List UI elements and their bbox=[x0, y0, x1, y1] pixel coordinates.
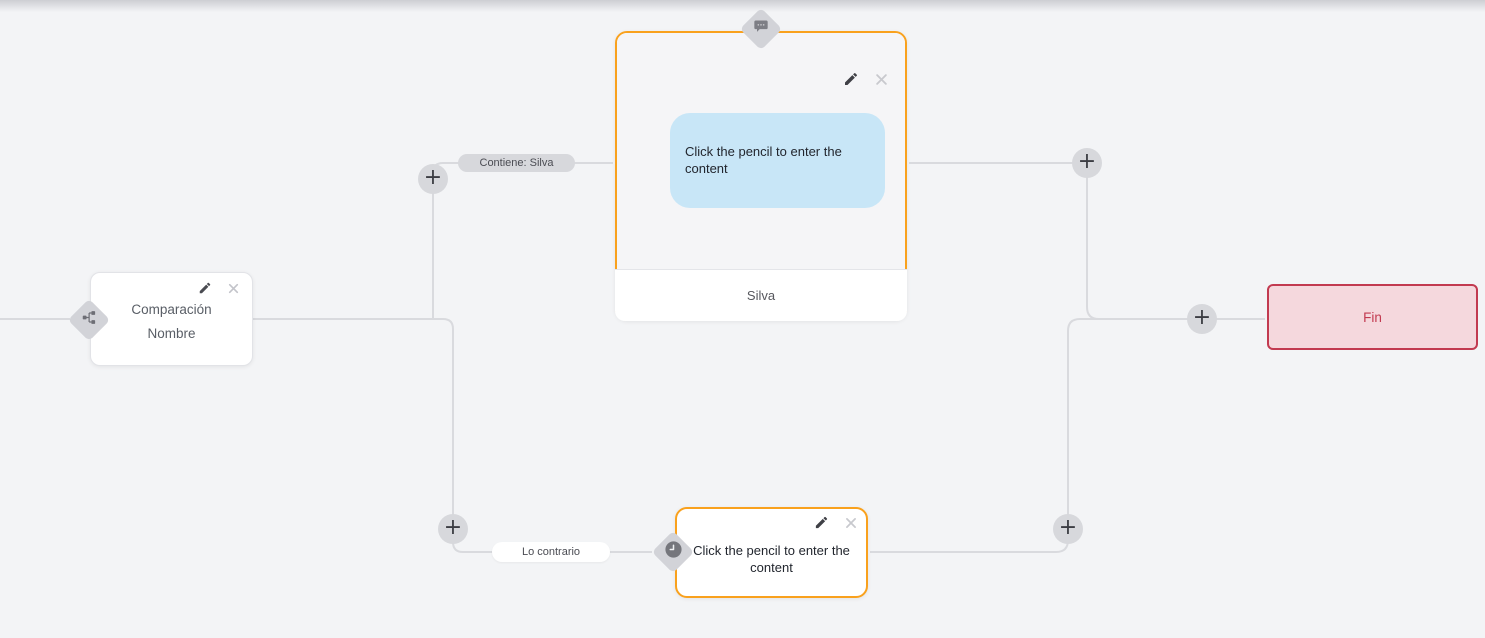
condition-subtitle: Nombre bbox=[147, 325, 196, 341]
edit-condition-button[interactable] bbox=[198, 281, 212, 298]
end-node-label: Fin bbox=[1363, 309, 1382, 325]
edit-delay-button[interactable] bbox=[814, 515, 829, 533]
message-bubble[interactable]: Click the pencil to enter the content bbox=[670, 113, 885, 208]
condition-node-card bbox=[90, 272, 253, 366]
edge-label-lo-contrario[interactable]: Lo contrario bbox=[492, 542, 610, 562]
edge-delay-to-end bbox=[870, 318, 1265, 553]
message-type-handle[interactable] bbox=[739, 7, 783, 51]
add-block-button-bottom-right[interactable]: + bbox=[1053, 514, 1083, 544]
edge-condition-to-top bbox=[432, 162, 613, 318]
delay-type-handle[interactable] bbox=[651, 530, 695, 574]
node-end-fin[interactable]: Fin bbox=[1267, 284, 1478, 350]
close-icon bbox=[874, 72, 889, 90]
pencil-icon bbox=[843, 71, 859, 90]
edge-label-contiene-silva[interactable]: Contiene: Silva bbox=[458, 154, 575, 172]
edit-message-button[interactable] bbox=[843, 71, 859, 90]
condition-type-handle[interactable] bbox=[67, 298, 111, 342]
edge-label-text: Contiene: Silva bbox=[479, 157, 554, 169]
condition-title: Comparación bbox=[131, 301, 212, 317]
close-icon bbox=[227, 282, 240, 298]
add-block-button-top-left[interactable]: + bbox=[418, 164, 448, 194]
close-icon bbox=[844, 516, 858, 533]
add-block-button-top-right[interactable]: + bbox=[1072, 148, 1102, 178]
node-message-silva[interactable]: Click the pencil to enter the content Si… bbox=[615, 7, 907, 321]
delete-delay-button[interactable] bbox=[844, 516, 858, 533]
end-node-card: Fin bbox=[1267, 284, 1478, 350]
clock-icon bbox=[664, 540, 683, 564]
edge-label-text: Lo contrario bbox=[521, 546, 581, 558]
message-footer: Silva bbox=[615, 269, 907, 321]
chat-bubble-icon bbox=[753, 19, 769, 39]
node-delay[interactable]: Click the pencil to enter the content bbox=[651, 507, 868, 598]
message-variable-label: Silva bbox=[746, 288, 776, 303]
branch-icon bbox=[82, 310, 97, 330]
pencil-icon bbox=[198, 281, 212, 298]
edge-condition-to-bottom bbox=[253, 318, 652, 553]
pencil-icon bbox=[814, 515, 829, 533]
add-block-button-bottom-left[interactable]: + bbox=[438, 514, 468, 544]
edge-message-to-end bbox=[909, 162, 1265, 320]
node-condition-comparacion[interactable]: Comparación Nombre bbox=[67, 272, 253, 366]
delay-placeholder-text: Click the pencil to enter the content bbox=[693, 543, 850, 575]
delete-condition-button[interactable] bbox=[227, 282, 240, 298]
message-placeholder-text: Click the pencil to enter the content bbox=[685, 144, 842, 176]
delay-node-card bbox=[675, 507, 868, 598]
delete-message-button[interactable] bbox=[874, 72, 889, 90]
add-block-button-before-end[interactable]: + bbox=[1187, 304, 1217, 334]
